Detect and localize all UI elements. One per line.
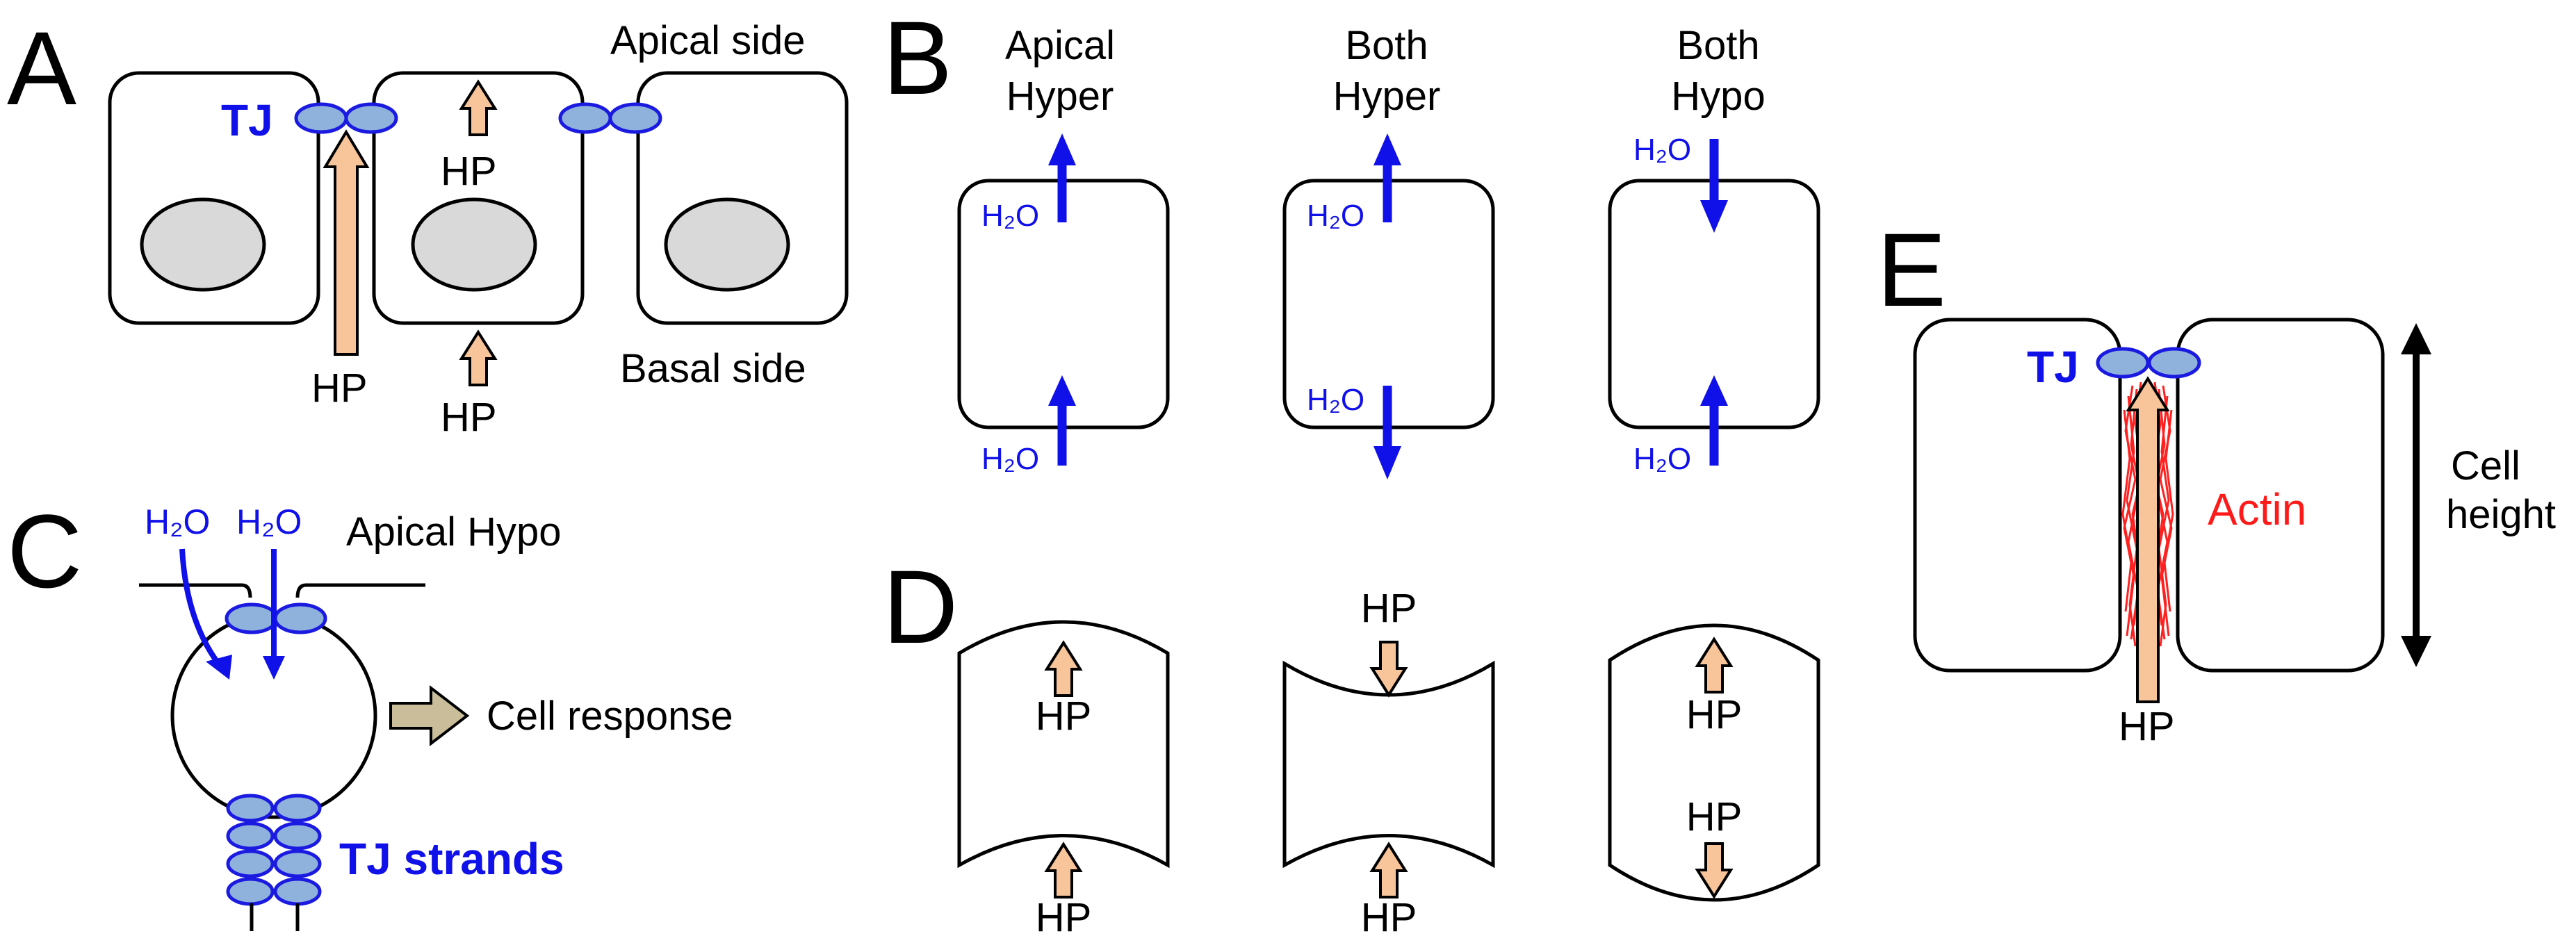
basal-side-label: Basal side bbox=[620, 346, 806, 391]
panel-label-d: D bbox=[883, 548, 958, 665]
hp-down-arrow bbox=[1371, 641, 1407, 696]
hp-label: HP bbox=[1036, 895, 1092, 940]
tj-strand bbox=[226, 849, 275, 878]
tj-label-a: TJ bbox=[221, 95, 273, 145]
tight-junction-a bbox=[2096, 347, 2150, 379]
tj-strand bbox=[273, 821, 322, 851]
cell-response-label: Cell response bbox=[487, 694, 733, 739]
hp-up-arrow bbox=[1696, 638, 1732, 694]
panel-label-b: B bbox=[883, 0, 952, 116]
water-label: H₂O bbox=[981, 199, 1039, 233]
nucleus-left bbox=[140, 197, 266, 292]
cell-height-label-line2: height bbox=[2446, 492, 2556, 537]
water-arrowhead bbox=[206, 655, 232, 680]
hp-label: HP bbox=[1361, 586, 1417, 631]
hp-paracellular-arrow bbox=[323, 129, 370, 356]
col3-title-line2: Hypo bbox=[1671, 74, 1765, 119]
hp-down-arrow bbox=[1696, 842, 1732, 898]
panel-a: A TJ HP HP HP Apical side Basal side bbox=[7, 10, 849, 440]
hp-label: HP bbox=[1686, 794, 1743, 839]
water-label: H₂O bbox=[981, 442, 1039, 476]
hp-up-arrow-bottom bbox=[460, 331, 496, 386]
water-arrowhead bbox=[263, 656, 285, 680]
response-arrow bbox=[389, 684, 470, 747]
cell-shape-apical-bulge bbox=[957, 620, 1170, 869]
tj-label-e: TJ bbox=[2027, 342, 2079, 392]
panel-label-c: C bbox=[7, 493, 82, 609]
hp-label: HP bbox=[1036, 694, 1092, 739]
tj-strand bbox=[226, 794, 275, 823]
hp-up-arrow bbox=[1045, 843, 1082, 898]
hp-label: HP bbox=[1686, 692, 1743, 737]
nucleus-right bbox=[664, 197, 790, 292]
panel-c: C H₂O H₂O Apical Hypo Cell response TJ s… bbox=[7, 493, 733, 931]
tj-strand bbox=[226, 877, 275, 906]
apical-side-label: Apical side bbox=[610, 18, 805, 63]
hp-up-arrow bbox=[1045, 641, 1082, 697]
apical-membrane bbox=[139, 583, 425, 598]
col1-title-line2: Hyper bbox=[1006, 74, 1114, 119]
tj-strand bbox=[273, 849, 322, 878]
panel-d: D HP HP HP HP HP HP bbox=[883, 548, 1820, 940]
water-label: H₂O bbox=[1307, 383, 1364, 417]
water-arrowhead-up bbox=[1048, 375, 1076, 406]
hp-label-top: HP bbox=[441, 149, 497, 194]
water-arrowhead-up bbox=[1373, 133, 1401, 165]
tight-junction-right-a bbox=[558, 102, 612, 134]
hp-label-bottom: HP bbox=[441, 395, 497, 440]
hp-label: HP bbox=[1361, 895, 1417, 940]
water-arrowhead-up bbox=[1048, 133, 1076, 165]
cell-shape-swollen bbox=[1608, 623, 1820, 902]
nucleus-middle bbox=[411, 197, 537, 292]
col3-title-line1: Both bbox=[1677, 23, 1759, 68]
tj-strand bbox=[273, 794, 322, 823]
water-label: H₂O bbox=[1633, 133, 1691, 167]
hp-label-left: HP bbox=[311, 366, 368, 411]
actin-label: Actin bbox=[2208, 484, 2306, 534]
hp-up-arrow bbox=[1371, 843, 1407, 898]
tight-junction-right-b bbox=[608, 102, 662, 134]
tight-junction-a bbox=[225, 602, 279, 634]
water-label-right: H₂O bbox=[236, 502, 302, 541]
apical-hypo-label: Apical Hypo bbox=[346, 509, 561, 555]
col2-title-line2: Hyper bbox=[1333, 74, 1441, 119]
tj-strand bbox=[226, 821, 275, 851]
panel-label-e: E bbox=[1877, 211, 1946, 328]
tj-strands-label: TJ strands bbox=[339, 834, 564, 884]
cell-shape-compressed bbox=[1282, 660, 1495, 869]
hp-paracellular-arrow bbox=[2126, 376, 2170, 703]
col2-title-line1: Both bbox=[1345, 23, 1428, 68]
cell-height-label-line1: Cell bbox=[2451, 443, 2520, 489]
cell-left bbox=[1913, 318, 2122, 673]
tight-junction-left-a bbox=[294, 102, 348, 134]
cell-height-arrowhead-top bbox=[2401, 323, 2431, 354]
water-label: H₂O bbox=[1633, 442, 1691, 476]
col1-title-line1: Apical bbox=[1005, 23, 1115, 68]
water-arrowhead-up bbox=[1700, 375, 1728, 406]
water-arrowhead-down bbox=[1373, 446, 1401, 479]
hp-label-e: HP bbox=[2119, 704, 2175, 749]
tight-junction-b bbox=[273, 602, 327, 634]
tight-junction-b bbox=[2147, 347, 2201, 379]
panel-label-a: A bbox=[7, 10, 76, 126]
cell-height-arrowhead-bottom bbox=[2401, 636, 2431, 667]
cell-right bbox=[2176, 318, 2385, 673]
water-label: H₂O bbox=[1307, 199, 1364, 233]
water-label-left: H₂O bbox=[145, 502, 210, 541]
water-arrowhead-down bbox=[1700, 200, 1728, 233]
panel-e: E TJ Actin HP Cell height bbox=[1877, 211, 2556, 749]
panel-b: B Apical Hyper Both Hyper Both Hypo H₂O … bbox=[883, 0, 1820, 479]
tj-strand bbox=[273, 877, 322, 906]
tight-junction-left-b bbox=[344, 102, 398, 134]
